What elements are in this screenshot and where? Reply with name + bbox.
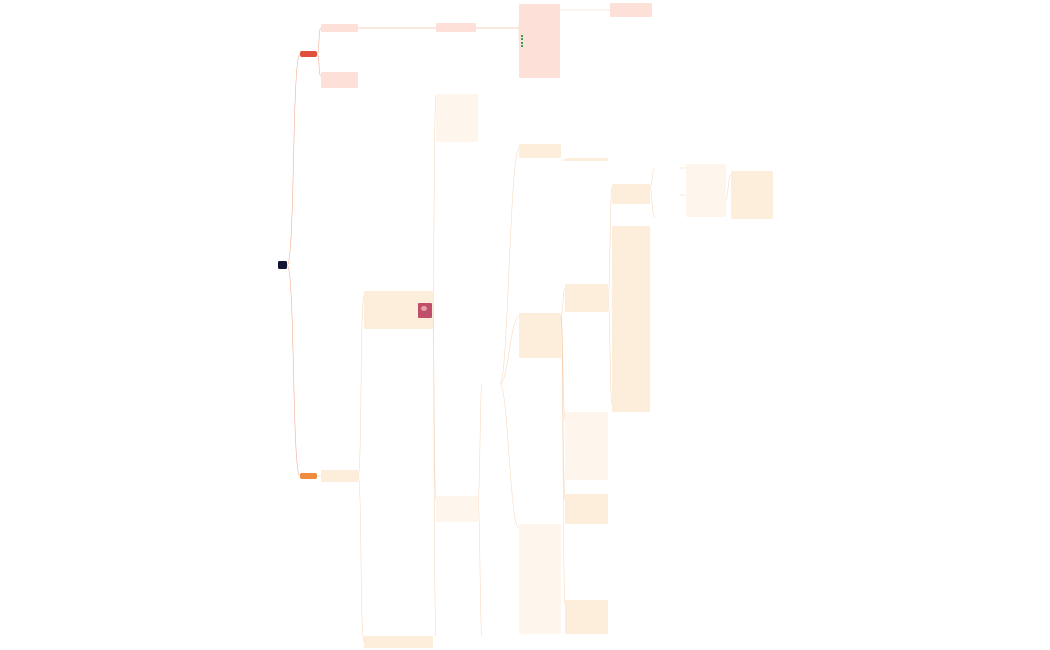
label-node-2[interactable] bbox=[655, 192, 680, 198]
branch-text-block-2[interactable] bbox=[436, 496, 478, 522]
topic1-node-b[interactable] bbox=[321, 72, 358, 88]
sub-node-2[interactable] bbox=[565, 412, 608, 480]
topic2-bottom-node[interactable] bbox=[364, 636, 433, 648]
check-icon bbox=[521, 35, 523, 37]
list-node-2[interactable] bbox=[612, 226, 650, 412]
check-icon bbox=[521, 41, 523, 44]
topic1-checklist-node[interactable] bbox=[519, 4, 560, 72]
topic1-detail-node[interactable] bbox=[436, 23, 476, 32]
main-topic-1[interactable] bbox=[300, 51, 317, 57]
section-node-3[interactable] bbox=[519, 524, 561, 634]
profile-photo bbox=[418, 303, 432, 318]
section-node-2[interactable] bbox=[519, 313, 561, 358]
section-node-1[interactable] bbox=[519, 144, 561, 158]
branch-label-2[interactable] bbox=[480, 632, 516, 638]
topic2-node-a[interactable] bbox=[321, 470, 358, 482]
label-node-1[interactable] bbox=[655, 165, 680, 171]
detail-node-3[interactable] bbox=[731, 171, 773, 219]
branch-label-1[interactable] bbox=[480, 380, 500, 386]
check-icon bbox=[521, 44, 523, 47]
sub-node-4[interactable] bbox=[565, 600, 608, 634]
sub-node-1[interactable] bbox=[565, 284, 608, 312]
detail-node-2[interactable] bbox=[686, 172, 726, 217]
check-icon bbox=[521, 38, 523, 41]
branch-text-block-1[interactable] bbox=[436, 94, 478, 142]
sub-bar-node[interactable] bbox=[565, 158, 608, 161]
topic1-note-node[interactable] bbox=[519, 72, 560, 78]
root-node[interactable] bbox=[278, 261, 287, 269]
list-node-1[interactable] bbox=[612, 184, 650, 204]
main-topic-2[interactable] bbox=[300, 473, 317, 479]
label-node-3[interactable] bbox=[655, 216, 680, 222]
topic1-leaf-node[interactable] bbox=[610, 3, 652, 17]
sub-node-3[interactable] bbox=[565, 494, 608, 524]
detail-node-1[interactable] bbox=[686, 164, 726, 174]
topic1-node-a[interactable] bbox=[321, 24, 358, 32]
